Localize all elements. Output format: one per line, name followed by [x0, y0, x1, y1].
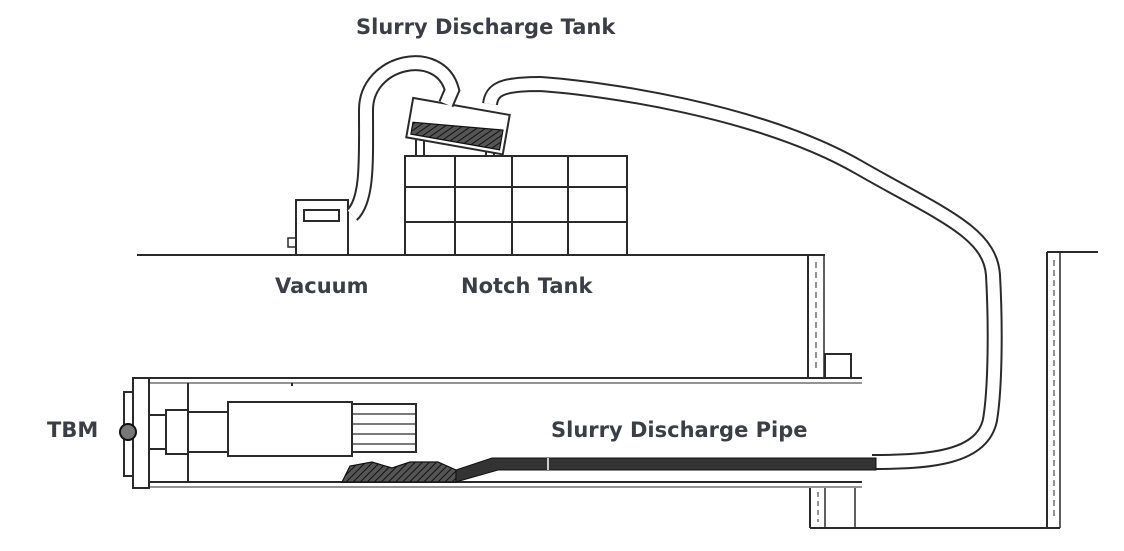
discharge-hose [482, 75, 1003, 470]
tbm-motor [227, 401, 353, 457]
label-notch-tank: Notch Tank [461, 274, 593, 298]
notch-tank-grid [404, 155, 628, 256]
slurry-discharge-tank [405, 96, 511, 156]
label-tbm: TBM [47, 418, 99, 442]
label-slurry-discharge-pipe: Slurry Discharge Pipe [551, 418, 808, 442]
label-slurry-discharge-tank: Slurry Discharge Tank [356, 15, 616, 39]
screw-conveyor [341, 461, 457, 483]
label-vacuum: Vacuum [275, 274, 369, 298]
shaft-block [824, 353, 852, 379]
tbm-machine [119, 377, 417, 489]
vacuum-unit [295, 199, 349, 256]
slurry-discharge-pipe [455, 457, 877, 483]
